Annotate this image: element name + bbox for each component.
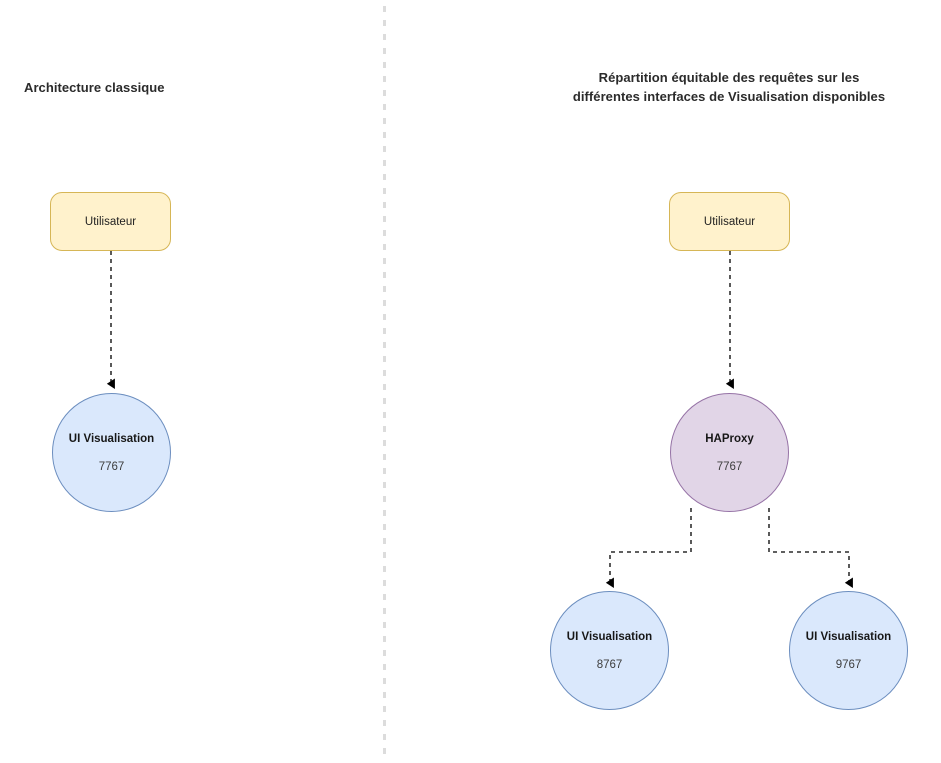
node-ui-visualisation-9767-label: UI Visualisation xyxy=(805,630,892,643)
edge-haproxy-to-ui-8767 xyxy=(605,508,692,588)
panel-title-right: Répartition équitable des requêtes sur l… xyxy=(529,68,929,106)
node-ui-visualisation-9767-port: 9767 xyxy=(835,658,862,671)
node-left-ui-visualisation[interactable]: UI Visualisation 7767 xyxy=(52,393,171,512)
node-left-ui-visualisation-port: 7767 xyxy=(98,460,125,473)
node-left-utilisateur-label: Utilisateur xyxy=(84,215,137,228)
node-haproxy-label: HAProxy xyxy=(705,432,754,445)
edge-haproxy-to-ui-9767 xyxy=(768,508,853,588)
node-left-ui-visualisation-label: UI Visualisation xyxy=(68,432,155,445)
node-haproxy[interactable]: HAProxy 7767 xyxy=(670,393,789,512)
node-haproxy-port: 7767 xyxy=(716,460,743,473)
node-left-utilisateur[interactable]: Utilisateur xyxy=(50,192,171,251)
node-ui-visualisation-8767[interactable]: UI Visualisation 8767 xyxy=(550,591,669,710)
panel-title-left: Architecture classique xyxy=(24,80,165,95)
node-right-utilisateur[interactable]: Utilisateur xyxy=(669,192,790,251)
node-ui-visualisation-8767-port: 8767 xyxy=(596,658,623,671)
node-ui-visualisation-8767-label: UI Visualisation xyxy=(566,630,653,643)
node-ui-visualisation-9767[interactable]: UI Visualisation 9767 xyxy=(789,591,908,710)
node-right-utilisateur-label: Utilisateur xyxy=(703,215,756,228)
panel-title-right-line-2: différentes interfaces de Visualisation … xyxy=(572,89,886,104)
panel-title-right-line-1: Répartition équitable des requêtes sur l… xyxy=(598,70,860,85)
